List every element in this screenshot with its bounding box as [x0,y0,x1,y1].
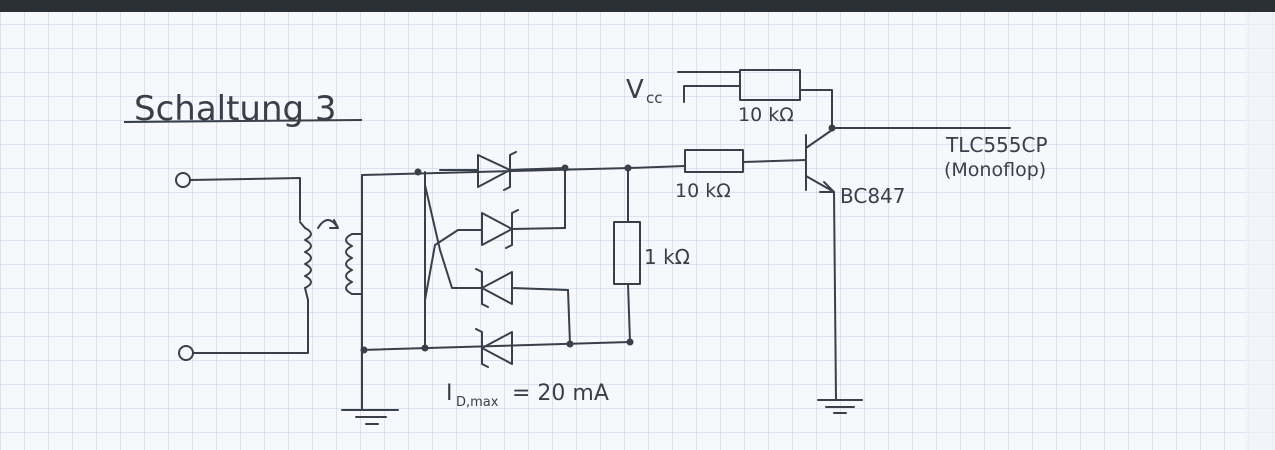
vcc-subscript: cc [646,89,663,107]
pullup-resistor-label: 10 kΩ [738,104,794,126]
bridge-crossing-wire-a [424,184,483,289]
coil-to-bus-leads [351,233,363,295]
bottom-rail-wire [361,341,631,351]
vcc-label: V [626,75,644,105]
diode-current-subscript: D,max [456,395,499,410]
diode-4 [475,328,513,368]
title-text: Schaltung 3 [134,89,337,129]
diode-2 [481,209,566,249]
junction-dot [626,338,634,346]
emitter-to-ground-wire [833,191,837,401]
vcc-wire [683,85,741,103]
wire-input-bottom [192,299,309,354]
collector-to-pullup-wire [799,89,833,131]
base-resistor-label: 10 kΩ [675,180,731,202]
ground-right-icon [817,399,863,414]
top-dark-strip [0,0,1275,12]
junction-dot [561,164,569,172]
diode-right-bus-lower [567,289,571,345]
ic-note-label: (Monoflop) [944,159,1046,181]
top-rail-wire [361,167,631,176]
junction-dot [360,346,368,354]
junction-dot [414,168,422,176]
junction-dot [624,164,632,172]
diode-1 [439,151,566,191]
coupling-arrow-icon [317,219,339,229]
shunt-resistor-label: 1 kΩ [644,245,690,269]
shunt-wire-bottom [627,283,631,343]
junction-dot [421,344,429,352]
base-wire-left [629,165,686,169]
ic-label: TLC555CP [945,133,1048,157]
diode-current-value: = 20 mA [512,381,609,406]
bridge-crossing-wire-b [424,229,483,301]
transformer-primary-coil [304,227,312,289]
wire-input-top [189,177,301,221]
base-wire-right [742,159,807,163]
title-underline [123,119,363,123]
diode-current-symbol: I [446,381,453,406]
transistor-label: BC847 [840,184,906,208]
junction-dot [566,340,574,348]
transformer-secondary-coil [345,233,353,295]
junction-dot [828,124,836,132]
ground-left-icon [341,409,399,425]
transformer-primary-leads [299,221,309,301]
transistor-collector [805,129,833,149]
title-group: Schaltung 3 [123,89,363,129]
diode-3 [475,268,569,308]
